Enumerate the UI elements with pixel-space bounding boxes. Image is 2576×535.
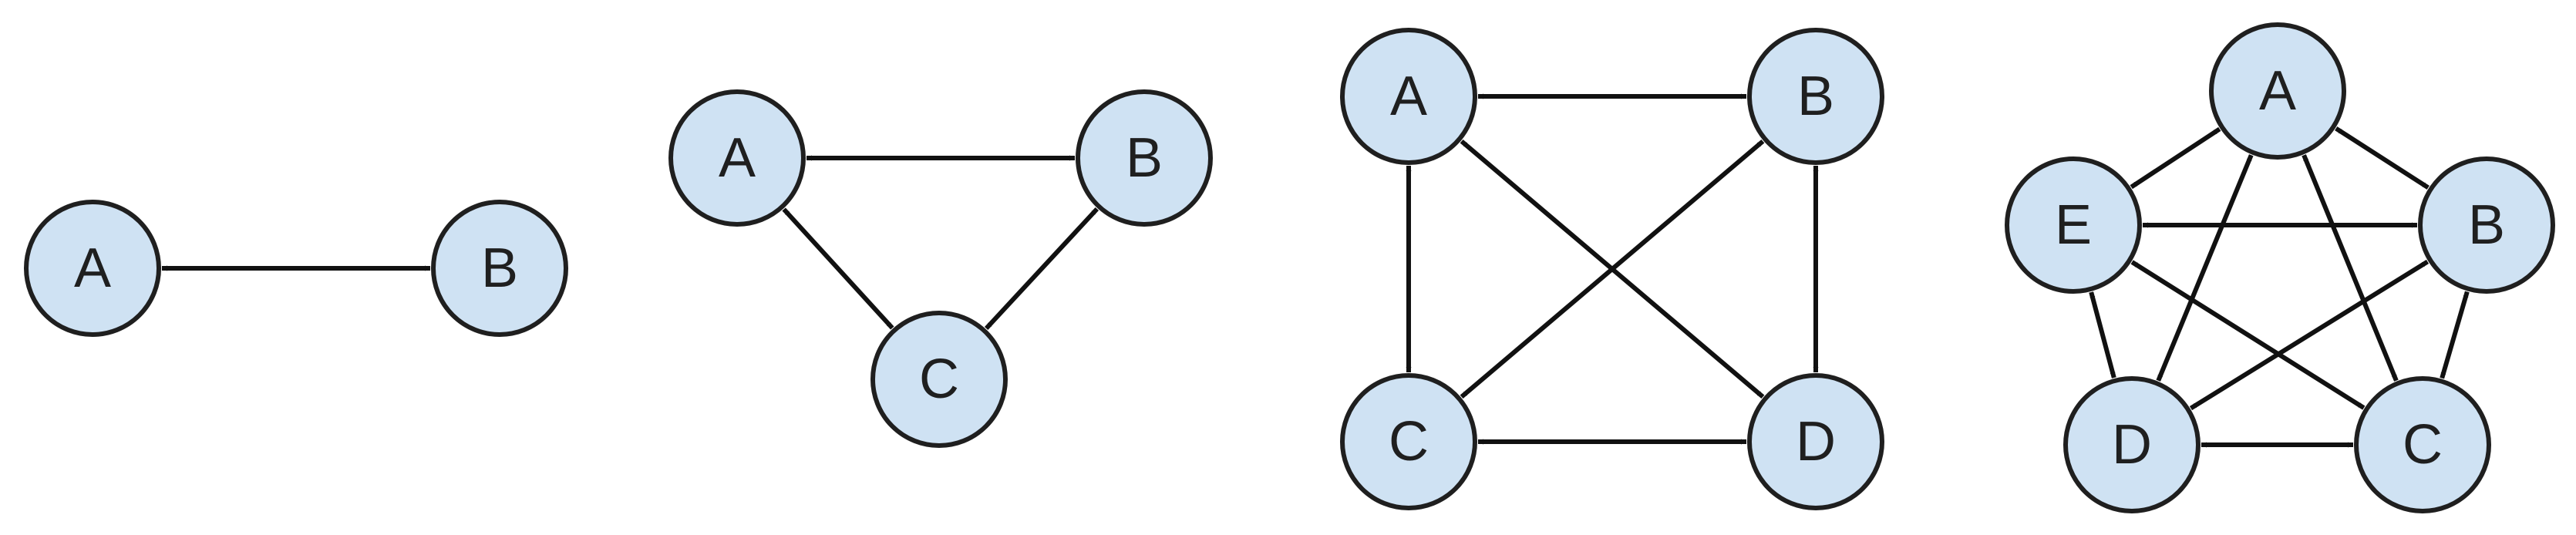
node-B: B [1076,89,1213,227]
edge-A-E [2130,126,2221,190]
node-circle [2418,156,2555,294]
node-label: B [1797,66,1834,127]
node-label: B [2468,194,2505,256]
node-label: A [2259,60,2296,122]
node-circle [2005,156,2142,294]
node-A: A [668,89,806,227]
node-label: B [481,237,518,299]
edge-D-E [2089,291,2116,379]
graph-4: A B C D [1340,28,1884,510]
edge-B-C [984,207,1099,331]
node-A: A [1340,28,1477,165]
node-B: B [2418,156,2555,294]
node-label: C [919,348,959,410]
edge-A-D [2156,154,2254,382]
node-label: A [74,237,111,299]
node-circle [2209,22,2346,160]
node-circle [1076,89,1213,227]
node-E: E [2005,156,2142,294]
node-circle [2354,376,2491,513]
node-A: A [24,200,161,337]
node-C: C [1340,373,1477,510]
node-label: D [2112,414,2152,476]
node-label: C [2403,414,2443,476]
edge-A-B [2335,126,2430,190]
node-label: D [1796,411,1836,473]
node-B: B [1747,28,1884,165]
node-circle [870,311,1008,448]
edge-A-C [782,207,894,330]
edge-A-C [2302,154,2399,382]
node-label: C [1389,411,1429,473]
node-circle [431,200,568,337]
edge-B-C [1460,139,1765,399]
node-circle [668,89,806,227]
node-A: A [2209,22,2346,160]
node-D: D [2063,376,2201,513]
node-label: A [719,127,756,189]
node-circle [2063,376,2201,513]
edge-C-E [2130,260,2366,410]
node-circle [1747,28,1884,165]
node-label: E [2055,194,2092,256]
node-circle [1340,373,1477,510]
node-C: C [870,311,1008,448]
node-B: B [431,200,568,337]
node-circle [24,200,161,337]
node-C: C [2354,376,2491,513]
node-circle [1747,373,1884,510]
node-D: D [1747,373,1884,510]
node-label: A [1390,66,1427,127]
graph-5: A B C D E [2005,22,2555,513]
node-circle [1340,28,1477,165]
edge-B-C [2440,291,2470,379]
graph-3: A B C [668,89,1213,448]
node-label: B [1126,127,1163,189]
